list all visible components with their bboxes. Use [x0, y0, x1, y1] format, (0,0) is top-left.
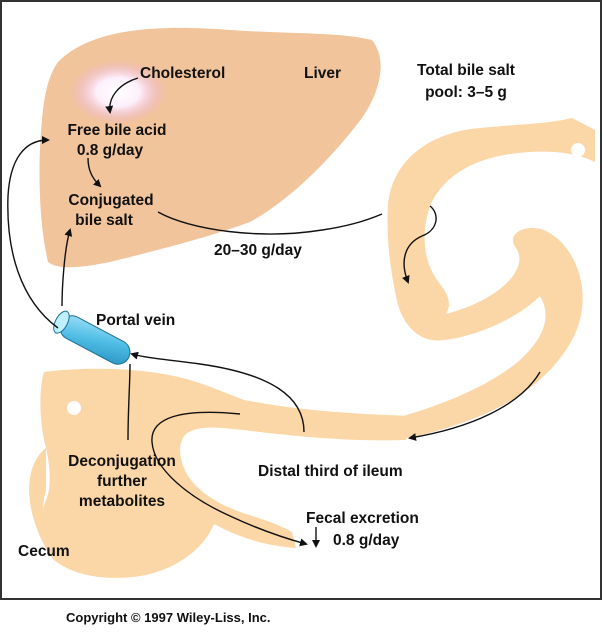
arrow-conjugated-to-intestine: [157, 211, 383, 235]
arrow-free-to-conjugated: [87, 157, 102, 188]
arrow-ileum-to-portal-vein: [130, 351, 305, 433]
label-deconjugation-1: Deconjugation: [68, 453, 176, 470]
label-distal-ileum: Distal third of ileum: [258, 463, 403, 480]
label-flow-rate: 20–30 g/day: [214, 242, 302, 259]
arrow-portal-to-conjugated: [61, 228, 73, 307]
appendix-shape: [29, 448, 54, 560]
intestine-end-circle: [571, 143, 585, 157]
label-conjugated-1: Conjugated: [68, 192, 153, 209]
ileum-cecum-shape: [40, 368, 412, 578]
label-cholesterol: Cholesterol: [140, 65, 225, 82]
label-liver: Liver: [304, 65, 341, 82]
cholesterol-glow: [70, 60, 166, 124]
label-deconjugation-2: further: [97, 473, 147, 490]
copyright-text: Copyright © 1997 Wiley-Liss, Inc.: [66, 610, 271, 625]
arrow-portal-to-free-bile-acid: [7, 136, 59, 329]
arrow-to-fecal-excretion: [151, 411, 308, 547]
arrow-deconjugation-to-portal: [127, 363, 131, 441]
label-conjugated-2: bile salt: [75, 212, 133, 229]
label-free-bile-acid-1: Free bile acid: [67, 122, 166, 139]
small-intestine-shape: [387, 118, 595, 440]
label-total-pool-1: Total bile salt: [417, 62, 515, 79]
arrow-to-distal-ileum: [408, 371, 541, 441]
arrow-intestine-descending: [402, 205, 437, 284]
label-fecal-excretion-1: Fecal excretion: [306, 510, 419, 527]
label-fecal-excretion-2: 0.8 g/day: [333, 532, 400, 549]
label-portal-vein: Portal vein: [96, 312, 175, 329]
diagram-frame: [0, 0, 602, 600]
cecum-end-circle: [67, 401, 81, 415]
label-total-pool-2: pool: 3–5 g: [425, 84, 507, 101]
label-deconjugation-3: metabolites: [79, 493, 165, 510]
label-free-bile-acid-2: 0.8 g/day: [77, 142, 144, 159]
label-cecum: Cecum: [18, 543, 70, 560]
arrow-cholesterol-to-free-bile-acid: [105, 77, 139, 114]
